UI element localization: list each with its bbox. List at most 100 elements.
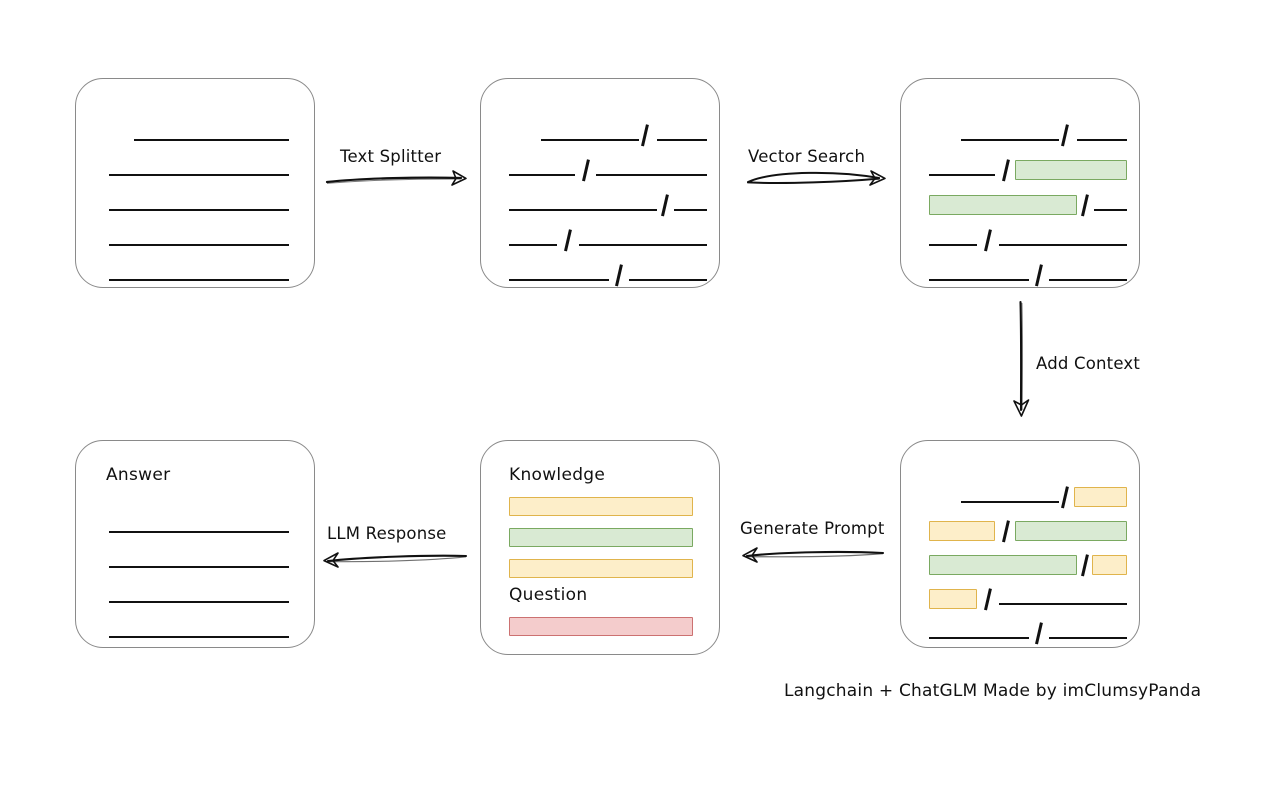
highlight-chip-yellow xyxy=(1074,487,1127,507)
text-row xyxy=(901,259,1139,287)
knowledge-bar-yellow xyxy=(509,559,693,578)
text-line-segment xyxy=(929,243,977,246)
chunk-separator-slash xyxy=(984,229,992,252)
chunk-separator-slash xyxy=(1061,486,1069,509)
highlight-chip-yellow xyxy=(1092,555,1127,575)
edge-add-context-arrow xyxy=(1013,300,1030,417)
question-bar-red xyxy=(509,617,693,636)
text-row xyxy=(481,189,719,217)
text-line-segment xyxy=(579,243,707,246)
text-line-segment xyxy=(1094,208,1127,211)
chunk-separator-slash xyxy=(564,229,572,252)
text-row xyxy=(901,583,1139,611)
text-line-segment xyxy=(596,173,707,176)
text-row xyxy=(76,154,314,176)
text-row xyxy=(901,189,1139,217)
text-line-segment xyxy=(109,243,289,246)
knowledge-bar-yellow xyxy=(509,497,693,516)
node-split-chunks[interactable] xyxy=(480,78,720,288)
edge-text-splitter-arrow xyxy=(325,170,467,186)
highlight-chip-green xyxy=(1015,160,1127,180)
credit-text: Langchain + ChatGLM Made by imClumsyPand… xyxy=(784,681,1202,701)
chunk-separator-slash xyxy=(661,194,669,217)
text-line-segment xyxy=(657,138,707,141)
node-source-document[interactable] xyxy=(75,78,315,288)
edge-llm-response-arrow xyxy=(323,552,468,568)
text-row xyxy=(901,617,1139,645)
node-matched-chunks[interactable] xyxy=(900,78,1140,288)
text-line-segment xyxy=(999,602,1127,605)
text-line-segment xyxy=(134,138,289,141)
chunk-separator-slash xyxy=(1002,159,1010,182)
text-row xyxy=(76,616,314,638)
text-row xyxy=(481,259,719,287)
highlight-chip-green xyxy=(929,195,1077,215)
chunk-separator-slash xyxy=(582,159,590,182)
text-line-segment xyxy=(629,278,707,281)
text-line-segment xyxy=(109,278,289,281)
text-line-segment xyxy=(929,636,1029,639)
text-row xyxy=(901,515,1139,543)
text-row xyxy=(76,189,314,211)
text-line-segment xyxy=(674,208,707,211)
knowledge-label: Knowledge xyxy=(509,465,606,485)
text-line-segment xyxy=(109,635,289,638)
text-line-segment xyxy=(509,243,557,246)
edge-text-splitter-label: Text Splitter xyxy=(340,147,442,166)
text-row xyxy=(481,119,719,147)
chunk-separator-slash xyxy=(1035,622,1043,645)
highlight-chip-green xyxy=(1015,521,1127,541)
node-prompt[interactable]: Knowledge Question xyxy=(480,440,720,655)
text-line-segment xyxy=(929,173,995,176)
text-line-segment xyxy=(999,243,1127,246)
chunk-separator-slash xyxy=(615,264,623,287)
edge-generate-prompt-arrow xyxy=(742,547,885,563)
text-row xyxy=(76,224,314,246)
text-line-segment xyxy=(1077,138,1127,141)
text-line-segment xyxy=(109,565,289,568)
text-row xyxy=(481,154,719,182)
edge-add-context-label: Add Context xyxy=(1036,354,1141,373)
text-line-segment xyxy=(509,278,609,281)
text-row xyxy=(901,119,1139,147)
text-row xyxy=(901,224,1139,252)
text-row xyxy=(901,549,1139,577)
text-row xyxy=(901,481,1139,509)
text-line-segment xyxy=(1049,636,1127,639)
highlight-chip-yellow xyxy=(929,521,995,541)
text-row xyxy=(76,119,314,141)
text-line-segment xyxy=(109,530,289,533)
text-row xyxy=(481,224,719,252)
node-context-chunks[interactable] xyxy=(900,440,1140,648)
text-line-segment xyxy=(509,173,575,176)
chunk-separator-slash xyxy=(1002,520,1010,543)
chunk-separator-slash xyxy=(1035,264,1043,287)
text-line-segment xyxy=(1049,278,1127,281)
text-line-segment xyxy=(961,500,1059,503)
chunk-separator-slash xyxy=(1081,194,1089,217)
text-row xyxy=(76,259,314,281)
chunk-separator-slash xyxy=(984,588,992,611)
chunk-separator-slash xyxy=(1061,124,1069,147)
chunk-separator-slash xyxy=(1081,554,1089,577)
text-row xyxy=(76,546,314,568)
text-row xyxy=(76,581,314,603)
text-line-segment xyxy=(109,600,289,603)
text-row xyxy=(901,154,1139,182)
edge-llm-response-label: LLM Response xyxy=(327,524,447,543)
text-line-segment xyxy=(929,278,1029,281)
highlight-chip-yellow xyxy=(929,589,977,609)
edge-generate-prompt-label: Generate Prompt xyxy=(740,519,885,538)
text-line-segment xyxy=(509,208,657,211)
text-line-segment xyxy=(961,138,1059,141)
edge-vector-search-arrow xyxy=(747,170,886,186)
text-line-segment xyxy=(109,173,289,176)
node-answer[interactable]: Answer xyxy=(75,440,315,648)
text-line-segment xyxy=(541,138,639,141)
answer-label: Answer xyxy=(106,465,171,485)
highlight-chip-green xyxy=(929,555,1077,575)
knowledge-bar-green xyxy=(509,528,693,547)
question-label: Question xyxy=(509,585,588,605)
chunk-separator-slash xyxy=(641,124,649,147)
